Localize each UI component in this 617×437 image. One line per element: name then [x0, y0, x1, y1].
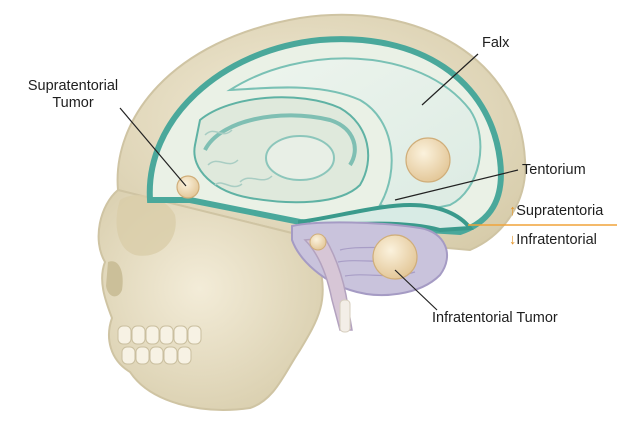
infratentorial-region-label: ↓Infratentorial: [509, 232, 597, 249]
supratentorial-tumor-label-line2: Tumor: [8, 95, 138, 112]
infratentorial-tumor-label: Infratentorial Tumor: [432, 310, 558, 327]
brainstem-tumor: [310, 234, 326, 250]
supratentorial-tumor-label: Supratentorial Tumor: [8, 78, 138, 112]
supratentorial-tumor-parietal: [406, 138, 450, 182]
supratentorial-region-label: ↑Supratentoria: [509, 203, 603, 220]
infratentorial-tumor: [373, 235, 417, 279]
tentorium-label: Tentorium: [522, 162, 586, 179]
supratentorial-region-text: Supratentoria: [516, 203, 603, 219]
spinal-cord: [340, 300, 350, 332]
falx-label: Falx: [482, 35, 509, 52]
infratentorial-region-text: Infratentorial: [516, 232, 597, 248]
thalamus: [266, 136, 334, 180]
supratentorial-tumor-label-line1: Supratentorial: [8, 78, 138, 95]
